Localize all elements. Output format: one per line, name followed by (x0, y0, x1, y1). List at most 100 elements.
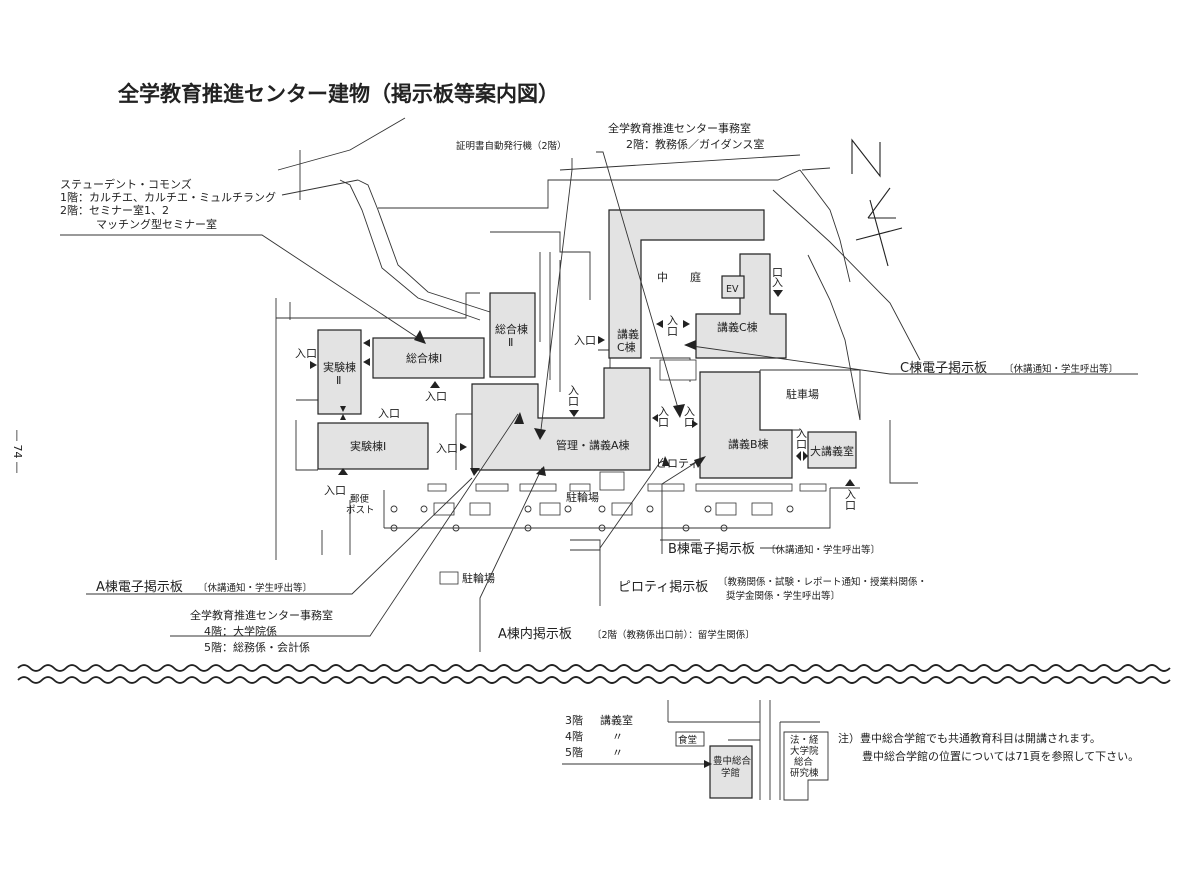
entrance-v-a: 入 (796, 427, 807, 440)
callout-leaders (60, 151, 1138, 652)
inset-note-1: 注）豊中総合学館でも共通教育科目は開講されます。 (838, 731, 1101, 745)
callout-commons-4: マッチング型セミナー室 (96, 217, 217, 231)
label-sogo-2-a: 総合棟 (495, 322, 528, 336)
inset-toyonaka-1: 豊中総合 (713, 755, 752, 767)
building-kanri-a (471, 367, 651, 471)
callout-shomei: 証明書自動発行機（2階） (456, 140, 567, 152)
callout-jimu-bot-3: 5階：総務係・会計係 (204, 640, 310, 654)
building-toyonaka (709, 745, 753, 799)
entrance-markers: 入口 入口 入口 入口 入口 入口 入 口 入 口 入 口 入 口 入 口 入 … (295, 266, 856, 512)
callout-b-board: B棟電子掲示板 (668, 541, 755, 557)
entrance-v-a: 入 (684, 405, 695, 418)
building-sogo-1 (372, 337, 485, 379)
entrance-v-b: 口 (658, 416, 669, 429)
label-parking: 駐車場 (786, 387, 819, 401)
buildings (317, 209, 857, 479)
callout-a-board-sub: 〔休講通知・学生呼出等〕 (198, 582, 312, 594)
entrance-v-b: 口 (845, 499, 856, 512)
compass-north-icon (851, 138, 903, 267)
building-shokudo (675, 731, 705, 747)
entrance-v-b: 口 (796, 438, 807, 451)
entrance-v-a: 入 (658, 405, 669, 418)
building-dai-kogishitsu (807, 431, 857, 469)
entrance-v-b: 口 (684, 416, 695, 429)
inset-floor4: 4階 (565, 729, 583, 743)
building-sogo-2 (489, 292, 536, 378)
wave-separator (17, 664, 1171, 684)
entrance-v-a: 入 (568, 384, 579, 397)
inset-floor3-b: 講義室 (600, 713, 633, 727)
entrance-label: 入口 (324, 484, 346, 497)
callout-a-board: A棟電子掲示板 (96, 579, 183, 595)
callout-a-inner-sub: 〔2階（教務係出口前）：留学生関係〕 (592, 629, 755, 641)
label-ev: EV (726, 284, 739, 295)
entrance-label: 入口 (295, 347, 317, 360)
label-post-a: 郵便 (350, 493, 370, 505)
label-chutei-b: 庭 (690, 270, 701, 284)
building-kogi-b (699, 371, 793, 479)
inset-toyonaka-2: 学館 (721, 767, 740, 779)
label-sogo-2-b: Ⅱ (508, 336, 513, 349)
label-bike-1: 駐輪場 (566, 490, 599, 504)
callout-piloti-board: ピロティ掲示板 (618, 579, 708, 595)
label-jikken-1: 実験棟Ⅰ (350, 439, 386, 453)
callout-jimu-bot-2: 4階：大学院係 (204, 624, 277, 638)
inset-ditto: 〃 (612, 730, 623, 743)
inset-hokei-1: 法・経 (790, 734, 819, 746)
entrance-v-a: 入 (845, 488, 856, 501)
label-dai-kogishitsu: 大講義室 (810, 444, 854, 458)
entrance-v-b: 口 (568, 395, 579, 408)
label-jikken-2-a: 実験棟 (323, 360, 356, 374)
callout-commons-1: ステューデント・コモンズ (60, 177, 192, 191)
callout-commons-2: 1階：カルチエ、カルチエ・ミュルチラング (60, 190, 276, 204)
inset-shokudo: 食堂 (678, 734, 697, 746)
callout-piloti-sub-2: 奨学金関係・学生呼出等〕 (726, 590, 840, 602)
bike-racks (427, 359, 827, 585)
label-chutei-a: 中 (657, 271, 668, 284)
inset-hokei-4: 研究棟 (790, 767, 819, 779)
page-number: ― 74 ― (11, 430, 24, 473)
inset-map (562, 700, 829, 801)
entrance-label: 入口 (436, 442, 458, 455)
callout-jimu-top-2: 2階：教務係／ガイダンス室 (626, 137, 764, 151)
label-kogi-c-v-a: 講義 (617, 327, 639, 341)
building-kogi-c (695, 253, 787, 359)
entrance-v-a: 入 (667, 314, 678, 327)
callout-a-inner: A棟内掲示板 (498, 626, 572, 642)
building-ev (721, 275, 745, 299)
label-kanri-a: 管理・講義A棟 (556, 438, 630, 452)
tree-markers (390, 505, 794, 532)
inset-hokei-2: 大学院 (790, 745, 819, 757)
label-sogo-1: 総合棟Ⅰ (406, 351, 442, 365)
entrance-label: 入口 (378, 407, 400, 420)
label-kogi-c-v-b: C棟 (617, 340, 636, 354)
entrance-v-a: 入 (772, 276, 783, 289)
label-bike-2: 駐輪場 (462, 571, 495, 585)
inset-hokei-3: 総合 (794, 756, 814, 768)
label-jikken-2-b: Ⅱ (336, 374, 341, 387)
callout-jimu-bot-1: 全学教育推進センター事務室 (190, 608, 333, 622)
callout-c-board: C棟電子掲示板 (900, 360, 987, 376)
callout-jimu-top-1: 全学教育推進センター事務室 (608, 121, 751, 135)
label-post-b: ポスト (346, 505, 375, 516)
inset-ditto: 〃 (612, 746, 623, 759)
callout-c-board-sub: 〔休講通知・学生呼出等〕 (1004, 363, 1118, 375)
label-kogi-c: 講義C棟 (717, 320, 758, 334)
inset-floor5: 5階 (565, 745, 583, 759)
callout-commons-3: 2階：セミナー室1、2 (60, 203, 169, 217)
building-jikken-1 (317, 422, 429, 470)
entrance-v-b: 口 (772, 266, 783, 279)
inset-note-2: 豊中総合学館の位置については71頁を参照して下さい。 (862, 749, 1139, 763)
inset-floor3-a: 3階 (565, 713, 583, 727)
label-kogi-b: 講義B棟 (728, 437, 769, 451)
callout-arrowheads (414, 330, 706, 476)
entrance-label: 入口 (425, 390, 447, 403)
page-title: 全学教育推進センター建物（掲示板等案内図） (117, 82, 559, 106)
entrance-v-b: 口 (667, 325, 678, 338)
callout-piloti-sub-1: 〔教務関係・試験・レポート通知・授業料関係・ (718, 576, 927, 588)
callout-b-board-sub: 〔休講通知・学生呼出等〕 (766, 544, 880, 556)
entrance-label: 入口 (574, 334, 596, 347)
road-outlines (275, 117, 921, 560)
